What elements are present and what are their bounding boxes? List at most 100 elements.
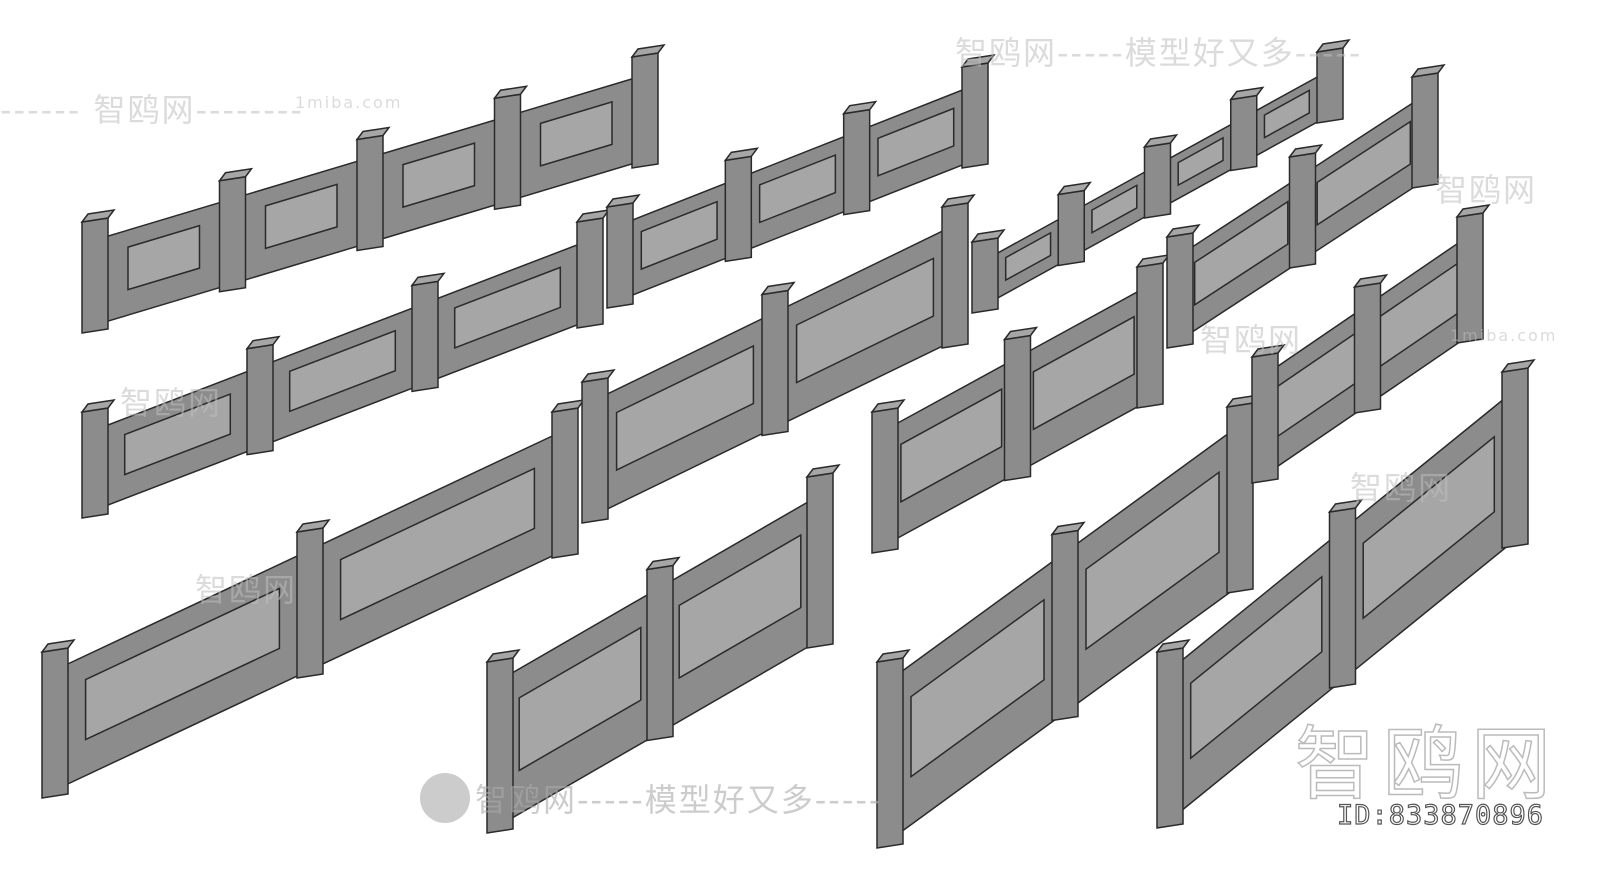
railing-post	[1166, 232, 1194, 349]
railing-post	[551, 407, 579, 559]
railing-post-cap	[1165, 223, 1201, 239]
railing-panel	[288, 329, 397, 413]
watermark-brand-far-right: 智鸥网	[1435, 171, 1538, 209]
railing-post	[81, 407, 109, 519]
railing-post-cap	[645, 556, 681, 571]
railing-post	[606, 202, 634, 309]
railing-panel	[1189, 575, 1323, 760]
railing-panel	[910, 598, 1045, 779]
railing-post	[81, 217, 109, 334]
railing-post	[1501, 367, 1529, 549]
railing-post	[871, 407, 899, 554]
railing-post-cap	[1410, 63, 1446, 79]
watermark-brand-low-right: 智鸥网	[1350, 469, 1453, 507]
watermark-brand-mid: 智鸥网	[120, 384, 223, 422]
railing-post	[761, 289, 789, 437]
railing-post-cap	[355, 126, 391, 141]
railing-panel	[453, 266, 562, 350]
railing-post-cap	[1352, 273, 1389, 289]
railing-post	[961, 62, 989, 169]
railing-post	[581, 377, 609, 524]
railing-post	[941, 202, 969, 349]
watermark-brand-right: 智鸥网	[1200, 321, 1303, 359]
railing-post	[806, 472, 834, 649]
railing-panel	[1004, 231, 1052, 282]
railing-post	[1003, 334, 1032, 482]
watermark-brand-left: ------ 智鸥网--------	[0, 91, 304, 129]
railing-post-cap	[217, 167, 254, 182]
railing-post	[1288, 152, 1317, 269]
railing-panel	[877, 107, 955, 177]
railing-post	[1353, 282, 1382, 414]
railing-post	[1226, 402, 1254, 594]
railing-post-cap	[1050, 521, 1086, 536]
railing-panel	[1193, 200, 1289, 307]
railing-post-cap	[875, 648, 911, 664]
railing-post-cap	[960, 53, 996, 69]
railing-post	[1136, 262, 1164, 409]
railing-panel	[615, 344, 755, 472]
watermark-logo-icon	[420, 773, 470, 823]
railing-post-cap	[940, 193, 976, 209]
railing-post-cap	[1135, 253, 1171, 269]
railing-post	[1251, 352, 1279, 484]
watermark-brand-large: 智鸥网	[1294, 717, 1559, 812]
railing-post-cap	[245, 335, 281, 350]
railing-post-cap	[723, 147, 760, 162]
watermark-slogan-bottom: 智鸥网-----模型好又多-----	[475, 781, 883, 819]
railing-post-cap	[1287, 143, 1324, 159]
railing-post-cap	[410, 272, 446, 287]
railing-post-cap	[40, 638, 76, 654]
railing-post-cap	[870, 398, 906, 414]
railing-panel	[123, 392, 232, 476]
railing-panel	[539, 100, 613, 167]
railing-post-cap	[970, 228, 1006, 244]
railing-panel	[1091, 184, 1138, 234]
railing-post-cap	[1142, 133, 1179, 149]
railing-panel	[758, 153, 837, 224]
railing-post	[296, 527, 324, 679]
watermark-site-right: 1miba.com	[1450, 326, 1558, 345]
railing-panel	[339, 467, 536, 621]
railing-post	[842, 108, 871, 216]
railing-post-cap	[295, 518, 331, 534]
railing-post-cap	[1229, 86, 1265, 101]
railing-panel	[678, 533, 802, 680]
railing-panel	[1362, 435, 1496, 620]
watermark-slogan-top: 智鸥网-----模型好又多-----	[955, 34, 1363, 72]
railing-post	[646, 564, 674, 742]
railing-post	[1456, 212, 1484, 344]
railing-post-cap	[605, 193, 641, 209]
railing-post	[1230, 94, 1258, 172]
railing-panel	[84, 587, 281, 741]
railing-post	[411, 280, 439, 393]
railing-post-cap	[1250, 343, 1286, 359]
railing-post-cap	[1002, 326, 1039, 341]
railing-post	[218, 175, 247, 293]
model-id-label: ID:833870896	[1336, 799, 1545, 831]
railing-post-cap	[1327, 498, 1364, 514]
railing-post-cap	[575, 208, 611, 224]
railing-post-cap	[1315, 38, 1351, 54]
railing-post-cap	[80, 398, 116, 414]
railing-post	[631, 52, 659, 169]
railing-post	[356, 134, 384, 252]
railing-post	[1051, 529, 1079, 722]
watermark-brand-low: 智鸥网	[195, 571, 298, 609]
railing-panel	[1032, 315, 1135, 431]
watermark-site-top: 1miba.com	[295, 93, 403, 112]
railing-panel	[640, 200, 718, 271]
railing-post-cap	[1455, 203, 1491, 219]
railing-panel	[1085, 470, 1220, 651]
railing-post	[1057, 189, 1085, 267]
railing-post	[1156, 647, 1184, 829]
railing-post-cap	[841, 100, 878, 115]
railing-post	[1328, 507, 1357, 689]
railing-panel	[518, 626, 642, 772]
railing-post	[724, 155, 753, 263]
railing-panel	[900, 387, 1003, 504]
railing-panel	[402, 142, 476, 209]
railing-post	[246, 343, 274, 456]
